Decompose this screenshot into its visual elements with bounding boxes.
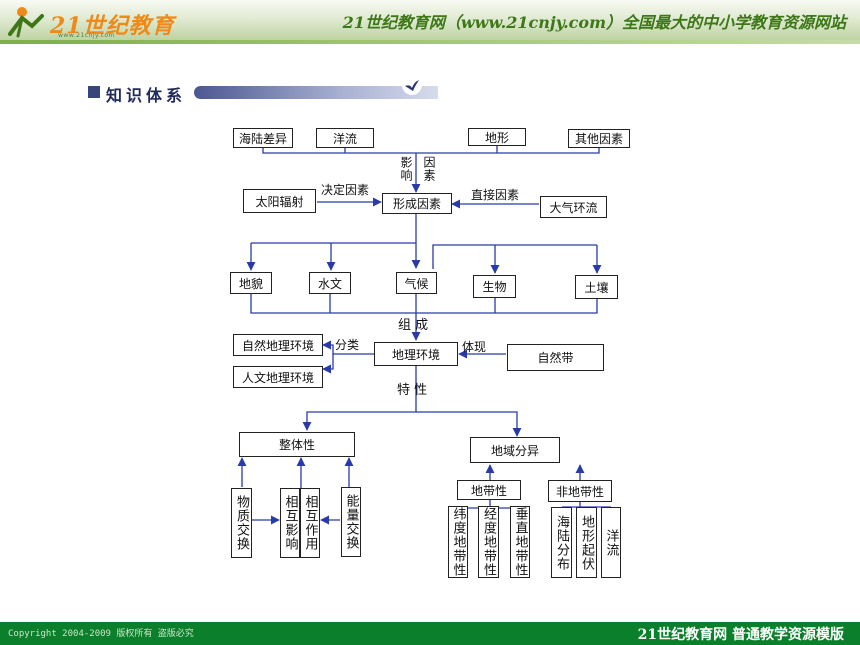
embody-label: 体现 [462, 340, 487, 354]
element-soil: 土壤 [575, 275, 618, 299]
node-formation-factors: 形成因素 [382, 193, 452, 214]
bird-icon [402, 75, 422, 95]
decisive-label: 决定因素 [321, 183, 370, 197]
logo-text: 21世纪教育 [50, 13, 175, 39]
site-tagline[interactable]: 21世纪教育网（www.21cnjy.com）全国最大的中小学教育资源网站 [342, 13, 846, 32]
footer-brand[interactable]: 21世纪教育网 普通教学资源模版 [637, 627, 844, 643]
zonal-latitudinal: 纬度地带性 [448, 506, 468, 578]
node-solar-radiation: 太阳辐射 [243, 189, 316, 213]
node-human-env: 人文地理环境 [233, 366, 323, 388]
integrity-material-exchange: 物质交换 [231, 488, 252, 558]
integrity-interaction: 相互作用 [300, 488, 320, 558]
section-rule [194, 86, 438, 99]
zonal-vertical: 垂直地带性 [510, 506, 530, 578]
integrity-mutual-influence: 相互影响 [280, 488, 300, 558]
element-hydrology: 水文 [309, 272, 351, 294]
influence-label-2: 因素 [422, 156, 436, 182]
factor-terrain: 地形 [468, 128, 526, 146]
node-integrity: 整体性 [239, 432, 355, 457]
factor-ocean-current: 洋流 [316, 128, 374, 148]
logo-icon [8, 7, 44, 38]
factor-land-sea: 海陆差异 [233, 128, 293, 148]
node-nonzonal: 非地带性 [548, 480, 612, 502]
direct-label: 直接因素 [471, 188, 520, 202]
header-bar [0, 0, 860, 44]
nonzonal-terrain: 地形起伏 [576, 507, 597, 578]
node-natural-zone: 自然带 [507, 344, 604, 371]
node-atmospheric-circulation: 大气环流 [540, 196, 607, 218]
element-climate: 气候 [396, 272, 437, 294]
section-title: 知识体系 [106, 86, 187, 105]
node-geo-env: 地理环境 [374, 342, 458, 366]
influence-label-1: 影响 [399, 156, 413, 182]
compose-label: 组 成 [398, 318, 429, 333]
node-natural-env: 自然地理环境 [233, 334, 323, 356]
footer-bar [0, 622, 860, 645]
integrity-energy-exchange: 能量交换 [341, 487, 361, 557]
logo-url: www.21cnjy.com [58, 32, 115, 39]
node-zonal: 地带性 [457, 480, 521, 500]
footer-copyright: Copyright 2004-2009 版权所有 盗版必究 [8, 629, 194, 639]
classify-label: 分类 [335, 338, 360, 352]
element-biology: 生物 [473, 275, 516, 298]
element-landform: 地貌 [230, 272, 272, 294]
nonzonal-land-sea: 海陆分布 [551, 507, 572, 578]
factor-other: 其他因素 [568, 129, 630, 148]
property-label: 特 性 [397, 383, 428, 398]
nonzonal-ocean-current: 洋流 [601, 507, 621, 578]
zonal-longitudinal: 经度地带性 [478, 506, 499, 578]
node-regional-differentiation: 地域分异 [470, 437, 560, 463]
section-marker-icon [88, 86, 100, 98]
